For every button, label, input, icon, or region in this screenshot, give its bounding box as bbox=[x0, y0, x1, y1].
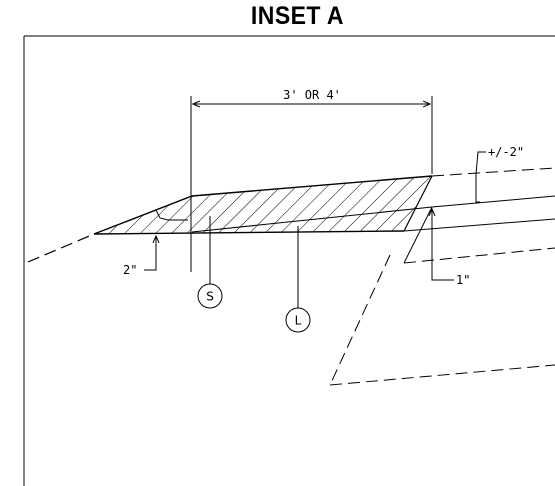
offset-top-leader bbox=[475, 151, 486, 203]
hatched-overlay bbox=[93, 175, 433, 235]
edge-depth-leader bbox=[144, 236, 156, 271]
width-dimension bbox=[190, 96, 433, 272]
pavement-layers bbox=[403, 167, 555, 264]
subgrade-outline bbox=[329, 254, 555, 386]
width-dimension-label: 3' OR 4' bbox=[283, 88, 341, 102]
callout-l-label: L bbox=[295, 314, 302, 328]
offset-bottom-leader bbox=[432, 209, 454, 281]
inset-title: INSET A bbox=[250, 2, 345, 30]
offset-bottom-label: 1" bbox=[456, 273, 470, 287]
edge-step bbox=[155, 209, 188, 221]
callout-s bbox=[197, 216, 223, 309]
drawing-frame bbox=[23, 35, 555, 486]
edge-depth-label: 2" bbox=[123, 263, 137, 277]
callout-l bbox=[285, 226, 311, 333]
offset-top-label: +/-2" bbox=[488, 145, 524, 159]
callout-s-label: S bbox=[206, 290, 214, 304]
existing-ground-line bbox=[27, 233, 95, 263]
